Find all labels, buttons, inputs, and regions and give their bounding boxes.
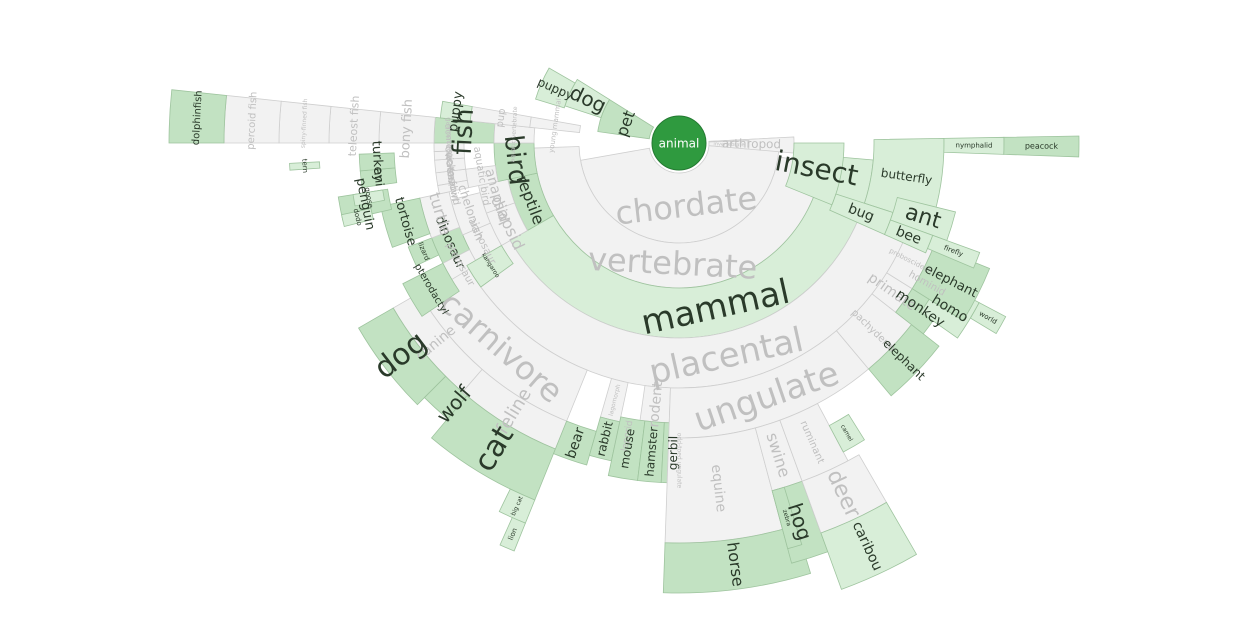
segment-kangaroo[interactable] bbox=[466, 244, 514, 288]
label-domestic-fowl: domestic fowl bbox=[442, 124, 455, 187]
label-rodent: rodent bbox=[646, 380, 666, 428]
label-equine: equine bbox=[708, 464, 729, 513]
label-bony-fish: bony fish bbox=[398, 99, 416, 159]
root-node[interactable] bbox=[651, 115, 707, 171]
label-pup: pup bbox=[495, 108, 509, 128]
segment-tern[interactable] bbox=[289, 161, 321, 171]
segment-lion[interactable] bbox=[499, 517, 526, 552]
segment-dolphinfish[interactable] bbox=[168, 89, 227, 144]
label-peacock: peacock bbox=[1025, 142, 1059, 151]
label-percoid: percoid fish bbox=[246, 91, 260, 150]
segment-seabird[interactable] bbox=[437, 179, 470, 195]
segment-mouse[interactable] bbox=[607, 416, 646, 481]
segment-young-mammal[interactable] bbox=[529, 116, 581, 133]
label-turkey: turkey bbox=[368, 140, 386, 183]
segment-turkey[interactable] bbox=[358, 152, 396, 172]
sunburst-segments bbox=[168, 67, 1080, 594]
label-ani: ani bbox=[371, 167, 387, 187]
segment-bear[interactable] bbox=[552, 420, 597, 466]
segment-hamster[interactable] bbox=[637, 420, 665, 483]
label-mouse: mouse bbox=[617, 428, 637, 470]
label-invertebrate: invertebrate bbox=[713, 141, 744, 148]
segment-pterodactyl[interactable] bbox=[402, 262, 460, 317]
segment-horse[interactable] bbox=[662, 525, 812, 594]
segment-firefly[interactable] bbox=[927, 234, 981, 269]
label-arthropod: arthropod bbox=[722, 136, 781, 151]
segment-insect[interactable] bbox=[785, 142, 845, 206]
label-teleost: teleost fish bbox=[346, 95, 362, 156]
segment-dodo[interactable] bbox=[341, 208, 374, 227]
label-gerbil: gerbil bbox=[666, 436, 681, 470]
segment-caribou[interactable] bbox=[820, 501, 918, 590]
label-cuckoo: cuckoo bbox=[442, 145, 459, 185]
segment-zebra[interactable] bbox=[771, 486, 803, 550]
label-odd-toed: odd-toed ungulate bbox=[676, 433, 683, 489]
label-dolphinfish: dolphinfish bbox=[191, 90, 205, 145]
segment-camel[interactable] bbox=[828, 413, 866, 453]
segment-dog-c[interactable] bbox=[358, 307, 447, 406]
label-fish: fish bbox=[448, 108, 480, 156]
segment-rabbit[interactable] bbox=[588, 416, 621, 462]
segment-elephant-p[interactable] bbox=[868, 324, 940, 397]
segment-puppy-pet[interactable] bbox=[535, 67, 576, 109]
segment-goose[interactable] bbox=[352, 189, 385, 207]
segment-tortoise[interactable] bbox=[380, 197, 431, 248]
segment-pet[interactable] bbox=[597, 98, 655, 140]
label-tern: tern bbox=[300, 159, 309, 174]
label-zebra: zebra bbox=[781, 509, 792, 527]
segment-cat[interactable] bbox=[430, 395, 556, 501]
label-bird: bird bbox=[498, 133, 533, 186]
label-puppy-fish: puppy bbox=[446, 90, 467, 133]
label-aquatic-vert: aquatic vertebrate bbox=[509, 106, 519, 163]
root-node-label: animal bbox=[659, 137, 700, 151]
label-goose: goose bbox=[363, 187, 375, 209]
segment-world[interactable] bbox=[969, 302, 1007, 335]
label-hamster: hamster bbox=[642, 426, 660, 477]
label-gallinaceous: gallinaceous bird bbox=[444, 117, 453, 177]
segment-puppy-fish[interactable] bbox=[439, 100, 473, 122]
label-spiny-finned: spiny-finned fish bbox=[300, 98, 310, 148]
label-vertebrate: vertebrate bbox=[587, 240, 758, 287]
segment-invertebrate[interactable] bbox=[708, 140, 750, 150]
label-dodo: dodo bbox=[352, 208, 364, 227]
label-nymphalid: nymphalid bbox=[956, 141, 993, 149]
segment-peacock[interactable] bbox=[1003, 135, 1080, 158]
